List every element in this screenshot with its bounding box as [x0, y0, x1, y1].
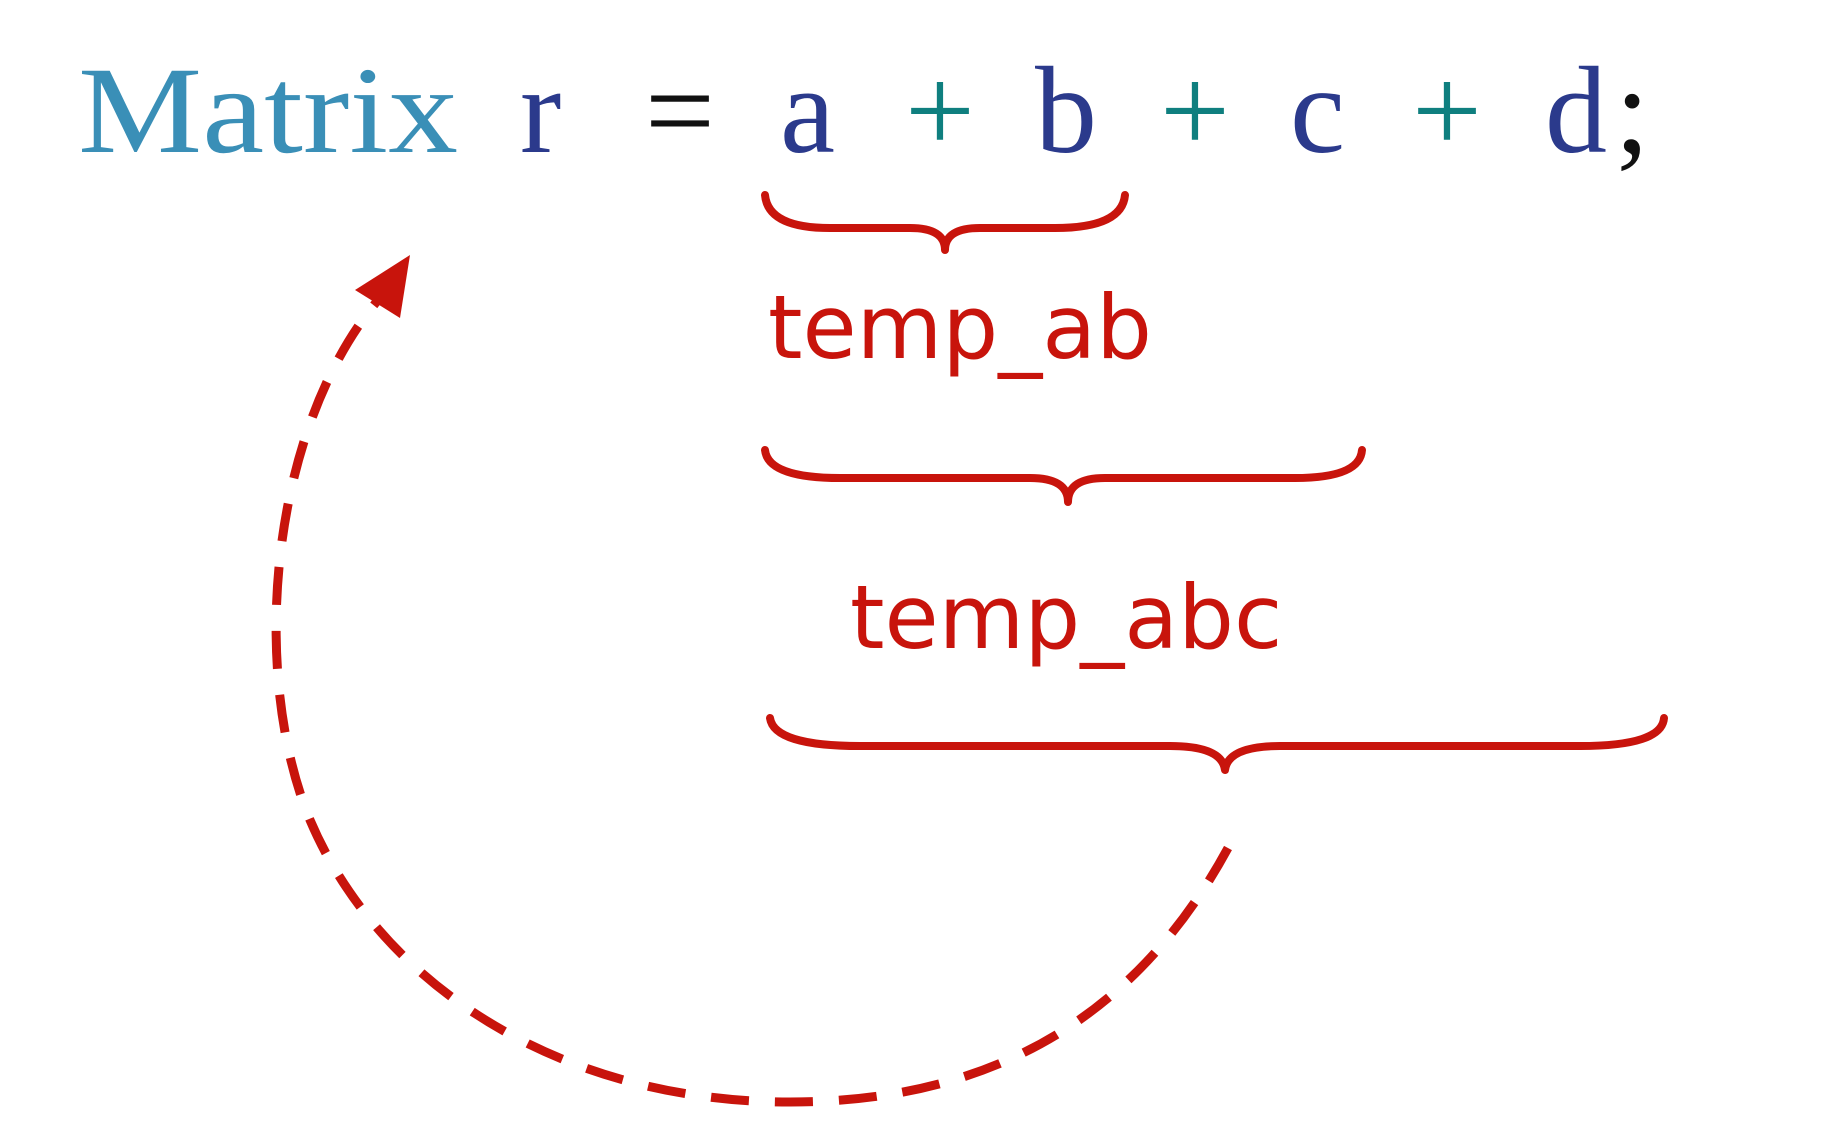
- code-operand-c: c: [1290, 42, 1345, 179]
- arrow-head: [355, 255, 410, 318]
- label-temp-ab: temp_ab: [768, 276, 1152, 379]
- code-operand-b: b: [1035, 42, 1097, 179]
- code-plus-1: +: [905, 42, 975, 179]
- dashed-curved-arrow-icon: [271, 255, 1232, 1107]
- brace-abc-icon: [761, 446, 1366, 506]
- code-assign: =: [645, 42, 715, 179]
- code-plus-2: +: [1160, 42, 1230, 179]
- code-plus-3: +: [1412, 42, 1482, 179]
- brace-abcd-icon: [766, 714, 1668, 774]
- arrow-dashed-curve: [271, 288, 1232, 1107]
- code-semicolon: ;: [1615, 42, 1649, 179]
- code-var-name: r: [520, 42, 561, 179]
- code-line: Matrix r = a + b + c + d ;: [78, 42, 1649, 179]
- code-operand-d: d: [1545, 42, 1607, 179]
- code-type-name: Matrix: [78, 42, 458, 179]
- code-operand-a: a: [780, 42, 835, 179]
- label-temp-abc: temp_abc: [850, 566, 1282, 669]
- brace-ab-icon: [761, 191, 1129, 254]
